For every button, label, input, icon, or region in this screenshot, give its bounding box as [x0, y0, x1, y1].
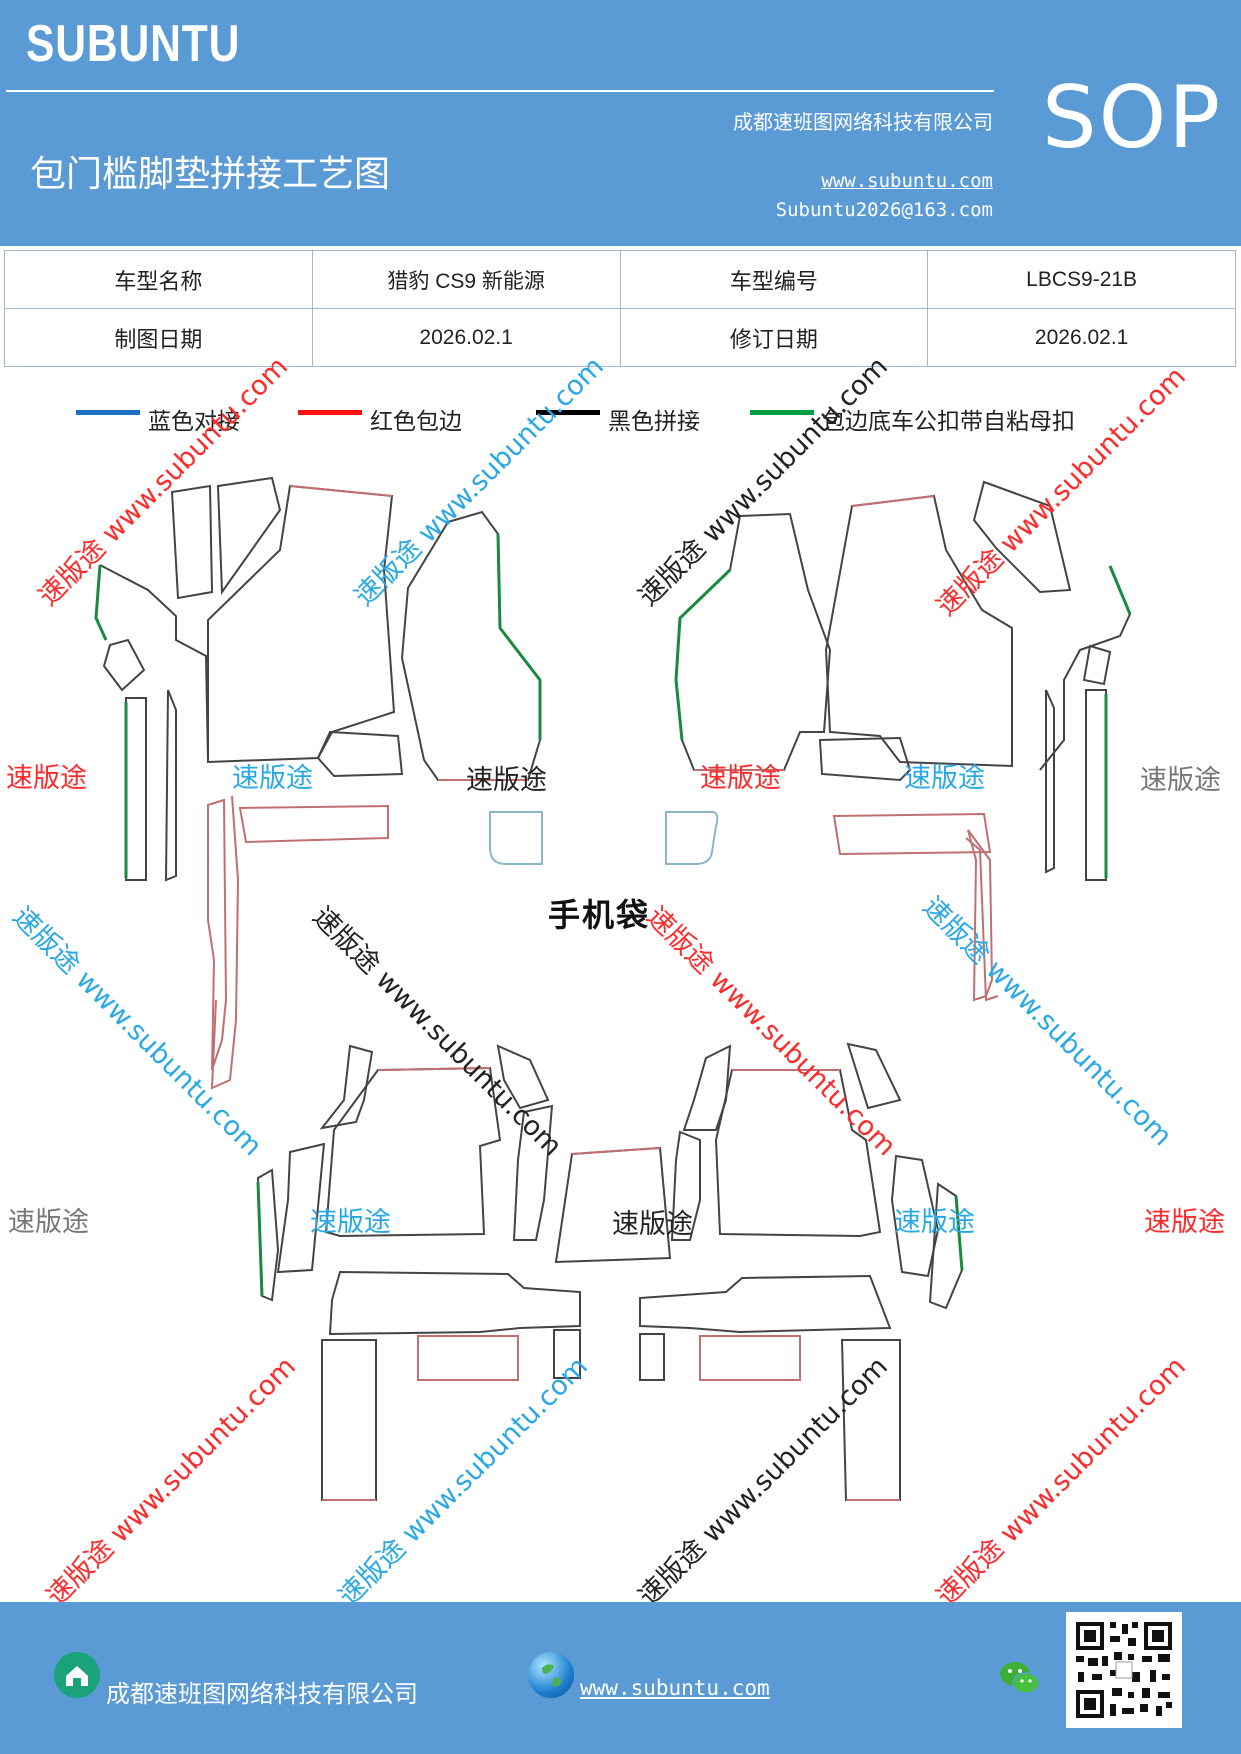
vehicle-info-table: 车型名称 猎豹 CS9 新能源 车型编号 LBCS9-21B 制图日期 2026… — [4, 250, 1236, 367]
rl-main — [324, 1066, 502, 1238]
rl-right-wedge — [496, 1044, 550, 1110]
value-revise-date: 2026.02.1 — [927, 308, 1236, 367]
rr-outer-green — [954, 1195, 964, 1271]
fr-inner-strip — [1045, 689, 1055, 874]
legend-blue-label: 蓝色对接 — [148, 409, 240, 435]
fl-strip-top — [170, 484, 214, 600]
label-model-name: 车型名称 — [4, 250, 313, 309]
rr-sill-pad — [699, 1335, 801, 1381]
fl-long-strip — [125, 697, 147, 881]
fl-right-green — [496, 533, 542, 740]
rl-wedge — [319, 1044, 374, 1130]
company-name: 成都速班图网络科技有限公司 — [733, 110, 993, 134]
rear-right-mat-group — [639, 1042, 964, 1501]
legend-red-label: 红色包边 — [370, 409, 462, 435]
fr-main — [824, 494, 1013, 768]
footer-company-name: 成都速班图网络科技有限公司 — [106, 1680, 418, 1708]
brand-logo: SUBUNTU — [26, 15, 241, 73]
rr-heel-bar — [639, 1274, 892, 1334]
legend-red-swatch — [298, 410, 362, 415]
fl-sill-left — [207, 798, 228, 1071]
label-model-code: 车型编号 — [619, 250, 929, 309]
rl-heel-bar — [328, 1270, 581, 1336]
value-draw-date: 2026.02.1 — [311, 308, 621, 367]
header-banner: SUBUNTU 包门槛脚垫拼接工艺图 成都速班图网络科技有限公司 www.sub… — [0, 0, 1241, 246]
fr-left-panel — [674, 512, 832, 771]
front-left-right-panel — [400, 510, 542, 781]
fl-main-top-edge — [289, 485, 393, 497]
fr-left-green — [674, 568, 732, 741]
fl-right-panel — [400, 510, 541, 781]
rc-tunnel-top — [571, 1147, 661, 1155]
phone-bag-group — [489, 811, 719, 865]
rl-sill-long — [321, 1339, 377, 1501]
legend-black-label: 黑色拼接 — [608, 409, 700, 435]
table-row: 车型名称 猎豹 CS9 新能源 车型编号 LBCS9-21B — [4, 250, 1236, 309]
wechat-icon — [996, 1654, 1044, 1702]
fr-heel-pad — [818, 736, 912, 782]
fl-inner-strip — [164, 689, 177, 882]
rl-left-strip — [276, 1142, 326, 1274]
rr-right-strip — [890, 1154, 940, 1278]
qr-code-image — [1066, 1612, 1182, 1728]
phone-bag-label: 手机袋 — [548, 896, 651, 934]
footer-banner: 成都速班图网络科技有限公司 www.subuntu.com — [0, 1602, 1241, 1754]
sop-badge: SOP — [1042, 68, 1223, 168]
phone-bag-right-pocket — [665, 811, 719, 865]
label-draw-date: 制图日期 — [4, 308, 313, 367]
fl-left-green — [94, 564, 108, 641]
legend-black-swatch — [536, 410, 600, 415]
email-address: Subuntu2026@163.com — [775, 199, 993, 221]
rl-sill-small — [553, 1329, 581, 1379]
fl-sill-outer — [210, 795, 240, 1090]
rr-main — [714, 1069, 882, 1238]
fr-long-strip — [1085, 689, 1107, 881]
rl-outer-green — [256, 1181, 264, 1297]
header-divider — [6, 90, 994, 92]
rl-sill-pad — [417, 1335, 519, 1381]
legend-blue-swatch — [76, 410, 140, 415]
fr-right-green — [1108, 565, 1132, 615]
legend-green-label: 包边底车公扣带自粘母扣 — [822, 409, 1075, 435]
rc-tunnel — [554, 1146, 672, 1264]
footer-website-link[interactable]: www.subuntu.com — [580, 1676, 770, 1700]
front-left-mat-group — [94, 476, 404, 1090]
rr-sill-long — [840, 1339, 901, 1501]
fr-small-piece — [1082, 644, 1112, 686]
table-row: 制图日期 2026.02.1 修订日期 2026.02.1 — [4, 308, 1236, 367]
rl-main-top — [377, 1067, 491, 1071]
rr-sill-small — [639, 1333, 665, 1381]
value-model-code: LBCS9-21B — [927, 250, 1236, 309]
rear-left-mat-group — [256, 1044, 581, 1501]
fr-sill-outer — [965, 837, 999, 1002]
fr-sill-front — [832, 812, 992, 856]
rear-center-mat-group — [554, 1146, 672, 1264]
legend-green-swatch — [750, 410, 814, 415]
rr-left-wedge — [682, 1044, 732, 1131]
phone-bag-left-pocket — [489, 811, 543, 865]
rr-outer-strip — [928, 1182, 964, 1310]
page-title: 包门槛脚垫拼接工艺图 — [30, 154, 391, 195]
website-link[interactable]: www.subuntu.com — [821, 170, 993, 192]
fl-wedge — [216, 476, 282, 595]
fl-heel-pad — [316, 730, 404, 778]
fl-left-body — [99, 564, 209, 763]
fl-small-piece — [102, 638, 146, 692]
globe-icon — [528, 1652, 574, 1698]
fr-main-top — [851, 495, 935, 507]
label-revise-date: 修订日期 — [619, 308, 929, 367]
mat-layout-diagram — [94, 476, 1132, 1501]
rr-right-wedge — [846, 1042, 902, 1110]
home-icon — [54, 1652, 100, 1698]
fl-main — [207, 484, 396, 764]
rl-right-strip — [512, 1104, 554, 1241]
front-right-mat-group — [674, 480, 1132, 1002]
fr-wedge — [972, 480, 1072, 594]
fl-sill-front — [238, 804, 389, 844]
value-model-name: 猎豹 CS9 新能源 — [311, 250, 621, 309]
rr-left-strip — [670, 1130, 701, 1241]
